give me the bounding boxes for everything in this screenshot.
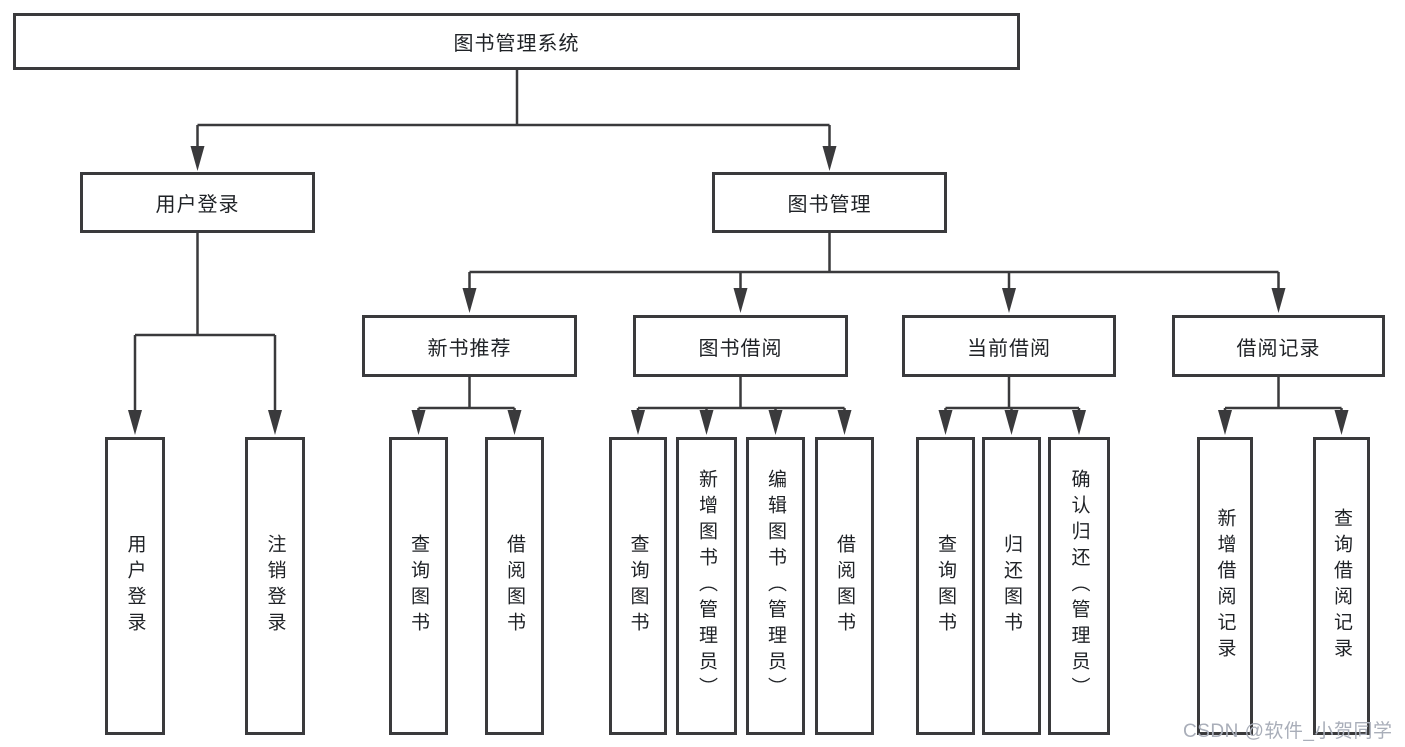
- node-label: 查询图书: [408, 534, 429, 638]
- node-label: 新书推荐: [427, 337, 512, 360]
- node-nbr-borrow-book: 借阅图书: [485, 437, 544, 735]
- node-label: 查询图书: [935, 534, 956, 638]
- node-cb-return-book: 归还图书: [982, 437, 1041, 735]
- node-label: 用户登录: [124, 534, 146, 638]
- node-label: 查询借阅记录: [1331, 508, 1352, 664]
- node-label: 借阅图书: [834, 534, 855, 638]
- node-nbr-query-book: 查询图书: [389, 437, 448, 735]
- node-ul-logout: 注销登录: [245, 437, 305, 735]
- node-label: 注销登录: [264, 534, 286, 638]
- node-cb-query-book: 查询图书: [916, 437, 975, 735]
- node-borrow-record: 借阅记录: [1172, 315, 1385, 377]
- arrow-icon: [837, 410, 852, 435]
- node-label: 确认归还（管理员）: [1068, 469, 1090, 703]
- node-label: 图书管理系统: [453, 33, 580, 55]
- node-label: 图书管理: [787, 194, 872, 216]
- arrow-icon: [190, 146, 205, 171]
- arrow-icon: [1004, 410, 1019, 435]
- arrow-icon: [1334, 410, 1349, 435]
- arrow-icon: [411, 410, 426, 435]
- node-label: 新增图书（管理员）: [696, 469, 717, 703]
- node-book-management: 图书管理: [712, 172, 947, 233]
- node-root: 图书管理系统: [13, 13, 1020, 70]
- arrow-icon: [631, 410, 645, 435]
- node-label: 借阅图书: [504, 534, 525, 638]
- node-label: 用户登录: [155, 194, 240, 216]
- node-bb-query-book: 查询图书: [609, 437, 667, 735]
- node-br-query-record: 查询借阅记录: [1313, 437, 1370, 735]
- arrow-icon: [1218, 410, 1232, 435]
- arrow-icon: [507, 410, 522, 435]
- arrow-icon: [733, 288, 748, 313]
- arrow-icon: [128, 410, 142, 435]
- arrow-icon: [768, 410, 783, 435]
- node-current-borrow: 当前借阅: [902, 315, 1116, 377]
- csdn-watermark: CSDN @软件_小贺同学: [1183, 721, 1393, 742]
- node-label: 归还图书: [1001, 534, 1022, 638]
- node-label: 查询图书: [627, 534, 649, 638]
- arrow-icon: [822, 146, 837, 171]
- node-bb-edit-book-admin: 编辑图书（管理员）: [746, 437, 805, 735]
- node-label: 新增借阅记录: [1214, 508, 1236, 664]
- node-label: 图书借阅: [698, 337, 783, 360]
- node-bb-add-book-admin: 新增图书（管理员）: [676, 437, 737, 735]
- arrow-icon: [699, 410, 714, 435]
- arrow-icon: [938, 410, 953, 435]
- connector-root: [196, 70, 831, 152]
- node-cb-confirm-return-admin: 确认归还（管理员）: [1048, 437, 1110, 735]
- connector-current-borrow: [944, 377, 1081, 418]
- node-label: 借阅记录: [1236, 337, 1321, 360]
- arrow-icon: [268, 410, 282, 435]
- node-user-login: 用户登录: [80, 172, 315, 233]
- connector-book-borrow: [636, 377, 846, 418]
- arrow-icon: [1002, 288, 1016, 313]
- connector-user-login: [133, 233, 277, 416]
- connector-book-management: [468, 233, 1280, 294]
- node-new-book-recommend: 新书推荐: [362, 315, 577, 377]
- arrow-icon: [1072, 410, 1086, 435]
- connector-new-book-recommend: [417, 377, 516, 418]
- node-book-borrow: 图书借阅: [633, 315, 848, 377]
- node-ul-user-login: 用户登录: [105, 437, 165, 735]
- arrow-icon: [1271, 288, 1286, 313]
- arrow-icon: [462, 288, 477, 313]
- node-br-add-record: 新增借阅记录: [1197, 437, 1253, 735]
- connector-borrow-record: [1223, 377, 1343, 418]
- node-label: 当前借阅: [967, 337, 1051, 360]
- node-bb-borrow-book: 借阅图书: [815, 437, 874, 735]
- node-label: 编辑图书（管理员）: [765, 469, 786, 703]
